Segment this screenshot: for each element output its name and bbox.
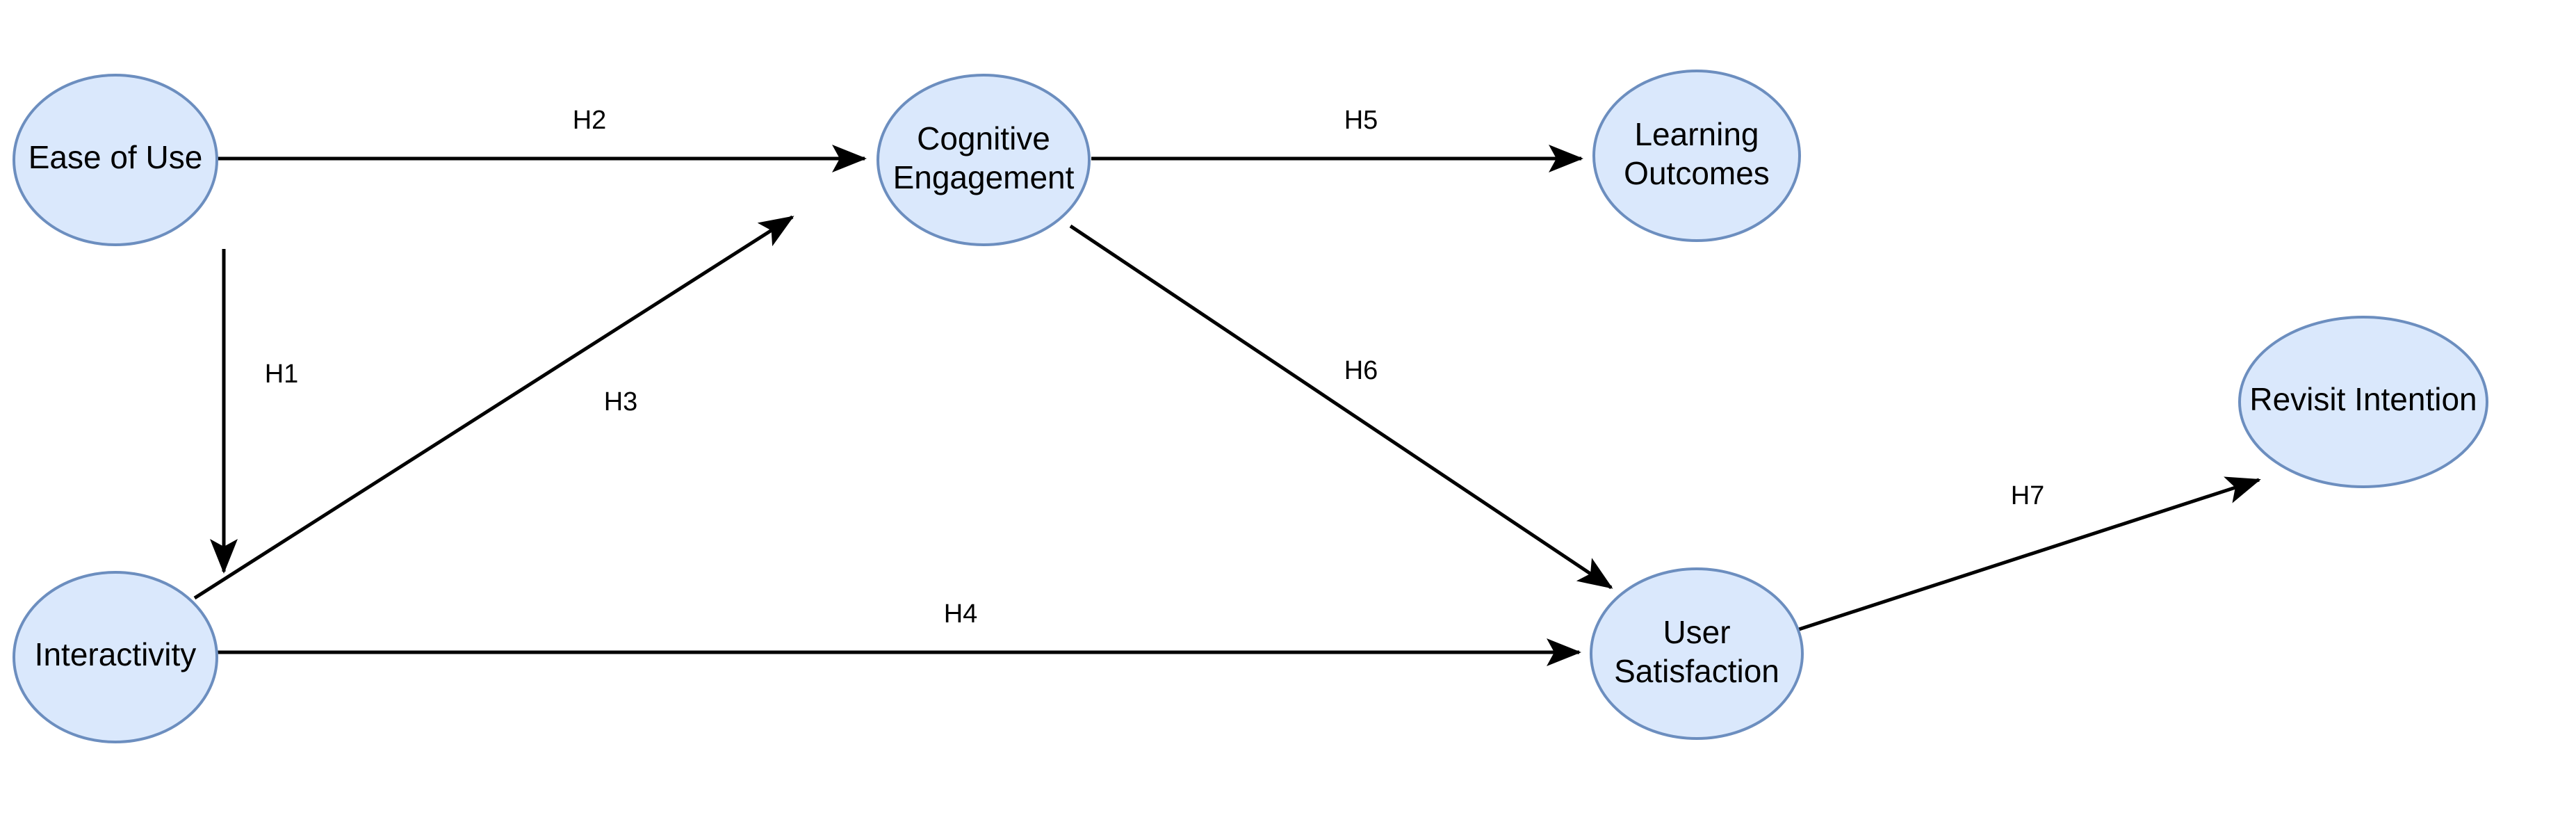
node-shape-ease-of-use[interactable] bbox=[13, 74, 218, 246]
edge-h1[interactable]: H1 bbox=[210, 249, 299, 574]
edge-label-h5: H5 bbox=[1344, 106, 1378, 135]
edges-layer: H1 H2 H3 H4 H5 H6 bbox=[193, 106, 2261, 666]
edge-line-h7[interactable] bbox=[1798, 476, 2261, 631]
edge-h3[interactable]: H3 bbox=[193, 215, 794, 600]
node-shape-cognitive-engagement[interactable] bbox=[877, 74, 1091, 246]
edge-h7[interactable]: H7 bbox=[1798, 476, 2261, 631]
edge-h2[interactable]: H2 bbox=[217, 106, 867, 172]
edge-line-h3[interactable] bbox=[193, 215, 794, 600]
edge-label-h6: H6 bbox=[1344, 356, 1378, 385]
edge-label-h7: H7 bbox=[2011, 481, 2045, 510]
node-shape-revisit-intention[interactable] bbox=[2238, 316, 2488, 488]
edge-label-h2: H2 bbox=[573, 106, 607, 135]
edge-h6[interactable]: H6 bbox=[1069, 224, 1613, 590]
node-shape-user-satisfaction[interactable] bbox=[1590, 567, 1804, 740]
edge-label-h4: H4 bbox=[944, 599, 978, 629]
node-interactivity[interactable]: Interactivity bbox=[13, 571, 218, 743]
node-shape-interactivity[interactable] bbox=[13, 571, 218, 743]
node-shape-learning-outcomes[interactable] bbox=[1592, 70, 1801, 242]
edge-line-h6[interactable] bbox=[1069, 224, 1613, 590]
edge-label-h3: H3 bbox=[604, 387, 638, 417]
edge-h4[interactable]: H4 bbox=[217, 599, 1582, 666]
edge-h5[interactable]: H5 bbox=[1091, 106, 1584, 172]
node-revisit-intention[interactable]: Revisit Intention bbox=[2238, 316, 2488, 488]
edge-label-h1: H1 bbox=[265, 360, 299, 389]
node-ease-of-use[interactable]: Ease of Use bbox=[13, 74, 218, 246]
